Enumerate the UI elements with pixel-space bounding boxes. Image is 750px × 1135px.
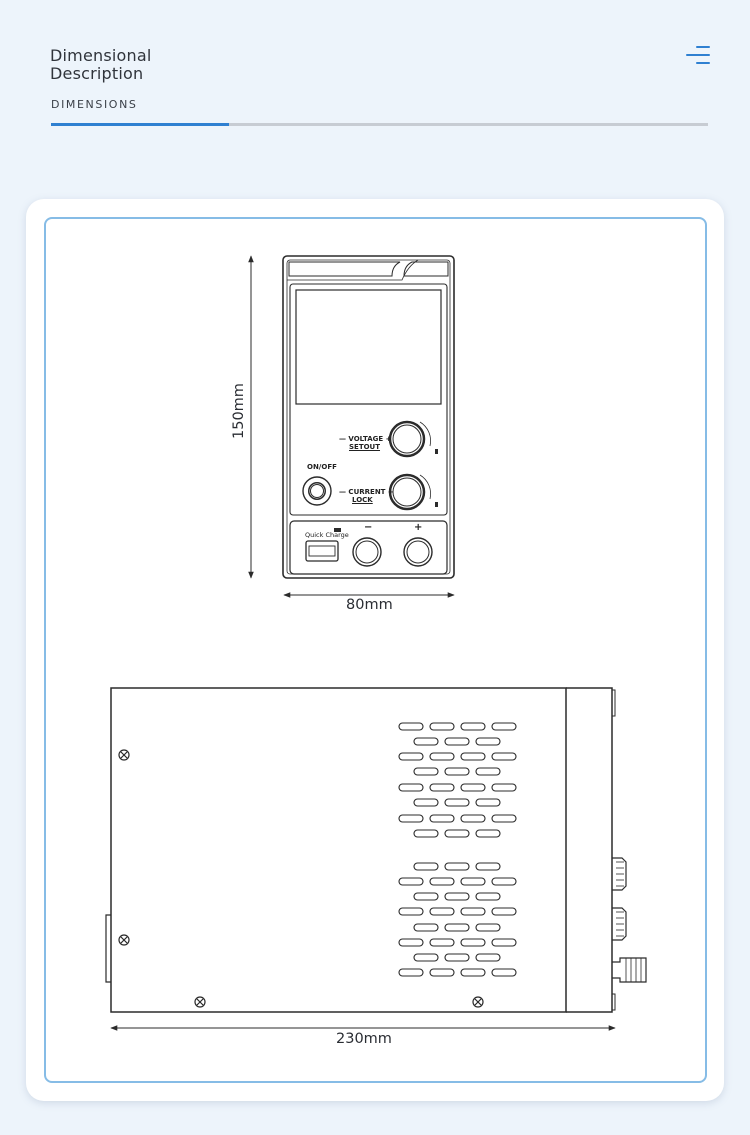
page-subtitle: DIMENSIONS xyxy=(51,98,138,111)
current-label: — CURRENT + xyxy=(339,488,394,496)
lock-label: LOCK xyxy=(352,496,373,504)
header-divider xyxy=(51,123,708,126)
minus-label: − xyxy=(364,522,373,533)
setout-label: SETOUT xyxy=(349,443,381,451)
drawing-frame xyxy=(44,217,707,1083)
length-dimension-label: 230mm xyxy=(336,1031,392,1047)
voltage-label: — VOLTAGE + xyxy=(339,435,392,443)
plus-label: + xyxy=(414,522,423,533)
height-dimension-label: 150mm xyxy=(231,383,247,439)
menu-icon[interactable] xyxy=(684,45,710,65)
header-divider-accent xyxy=(51,123,229,126)
page-title-line-1: Dimensional xyxy=(50,46,152,65)
page-header: Dimensional Description DIMENSIONS xyxy=(0,0,750,180)
quick-charge-label: Quick Charge xyxy=(305,531,349,539)
width-dimension-label: 80mm xyxy=(346,597,393,613)
page-title-line-2: Description xyxy=(50,64,144,83)
on-off-label: ON/OFF xyxy=(307,463,337,471)
